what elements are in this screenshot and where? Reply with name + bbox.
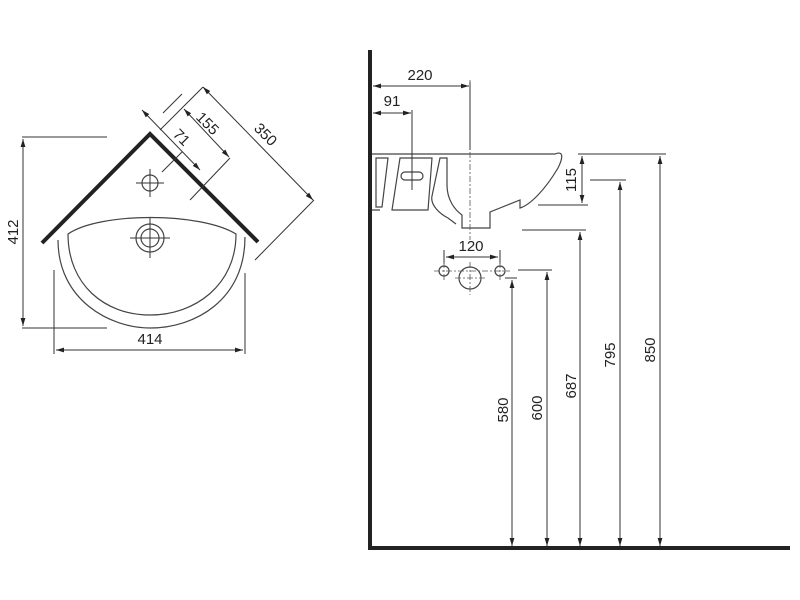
wall-and-floor xyxy=(368,50,790,550)
dim-91: 91 xyxy=(384,93,401,110)
basin-inner xyxy=(67,216,237,316)
dim-414: 414 xyxy=(137,331,162,348)
dim-795: 795 xyxy=(602,342,619,367)
dim-115: 115 xyxy=(563,168,580,192)
dim-412: 412 xyxy=(5,219,22,244)
dim-350: 350 xyxy=(250,120,280,150)
top-view: 412 414 350 155 71 xyxy=(5,86,315,354)
basin-profile xyxy=(372,152,563,229)
basin-outer xyxy=(57,236,246,329)
dim-850: 850 xyxy=(642,337,659,362)
dim-687: 687 xyxy=(563,373,580,398)
dim-580: 580 xyxy=(495,397,512,422)
dim-155: 155 xyxy=(192,109,222,139)
side-view: 220 91 115 120 850 795 687 600 580 xyxy=(368,50,790,550)
dim-71: 71 xyxy=(169,126,193,150)
dim-120: 120 xyxy=(458,238,483,255)
dim-220: 220 xyxy=(407,67,432,84)
dim-600: 600 xyxy=(529,395,546,420)
